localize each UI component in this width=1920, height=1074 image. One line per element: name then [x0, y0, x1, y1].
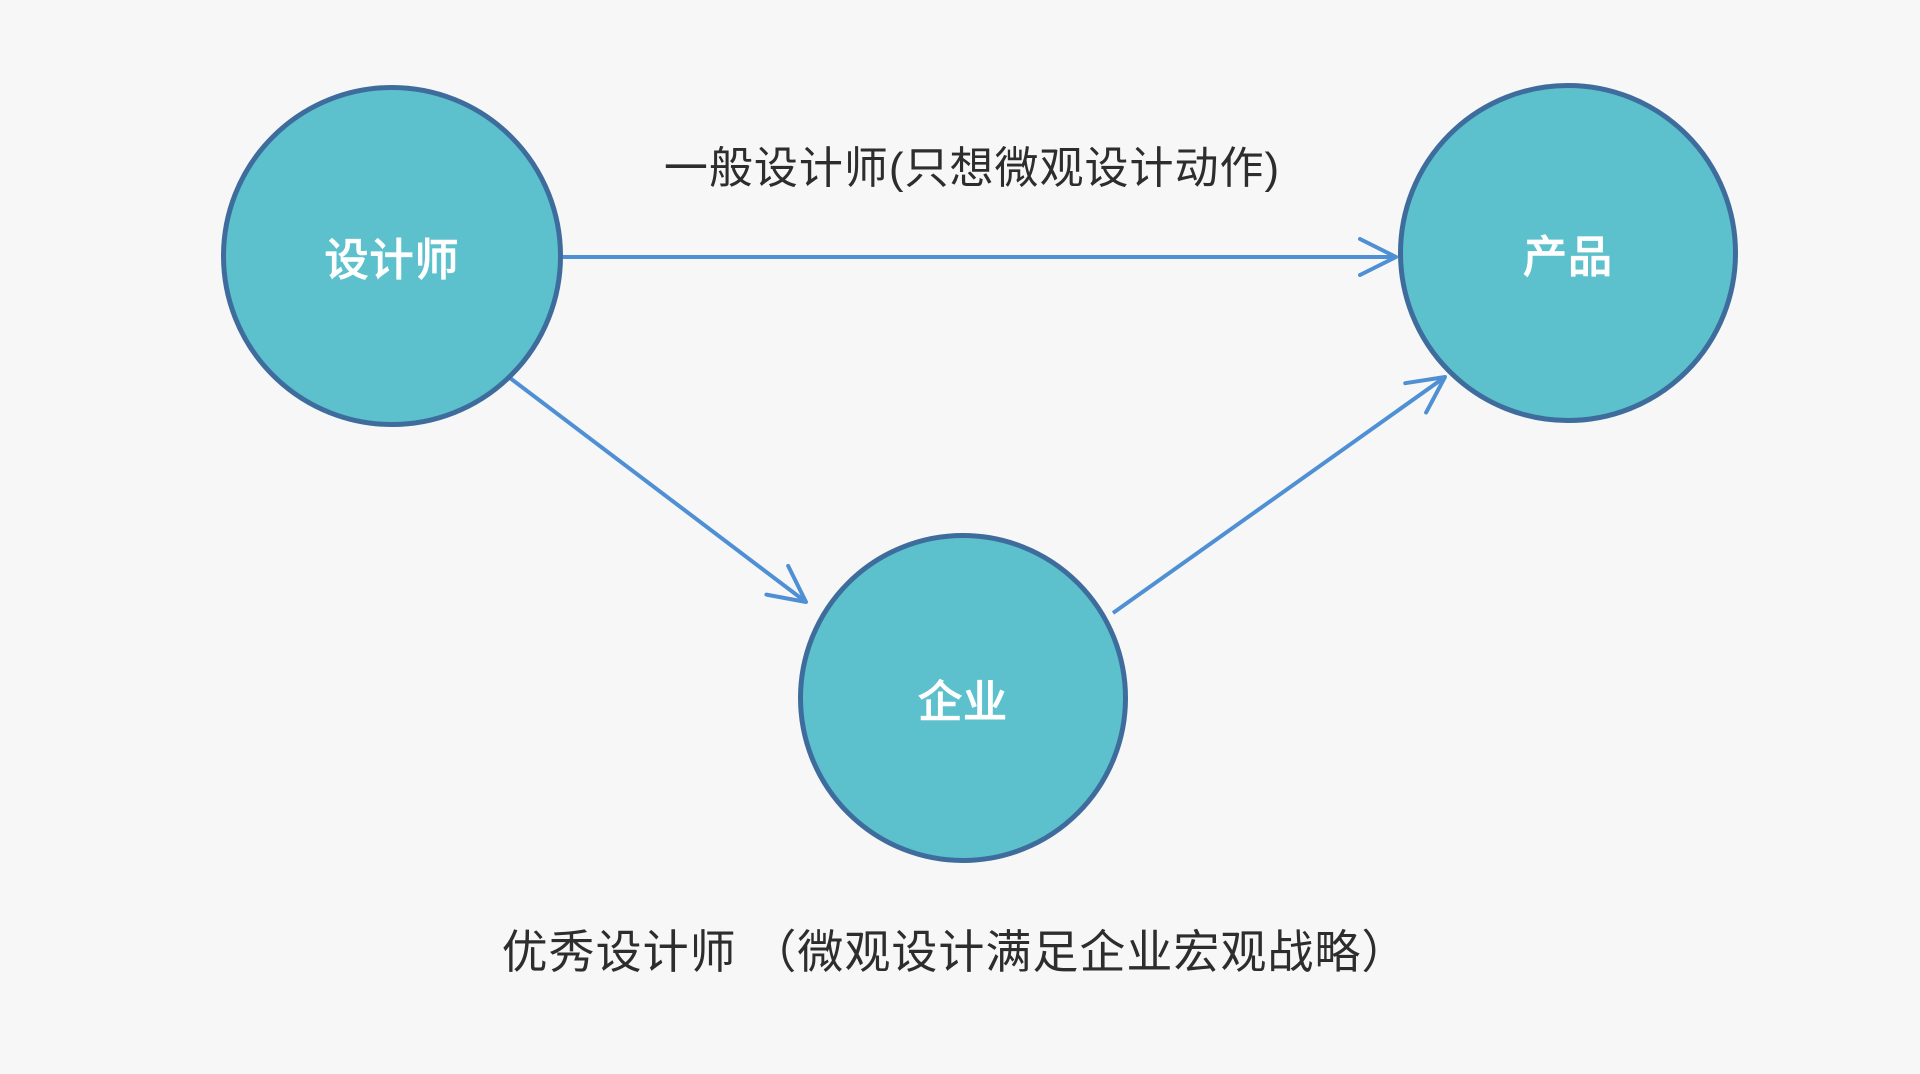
node-enterprise: 企业	[798, 533, 1128, 863]
node-product: 产品	[1398, 83, 1738, 423]
node-designer: 设计师	[221, 85, 563, 427]
edge-label-general-designer: 一般设计师(只想微观设计动作)	[663, 144, 1281, 193]
node-product-label: 产品	[1523, 233, 1613, 282]
node-designer-label: 设计师	[324, 236, 460, 285]
node-enterprise-label: 企业	[918, 678, 1008, 727]
caption-excellent-designer: 优秀设计师 （微观设计满足企业宏观战略）	[501, 926, 1409, 978]
arrow-enterprise-to-product	[1111, 375, 1447, 615]
arrow-designer-to-enterprise	[508, 376, 808, 604]
